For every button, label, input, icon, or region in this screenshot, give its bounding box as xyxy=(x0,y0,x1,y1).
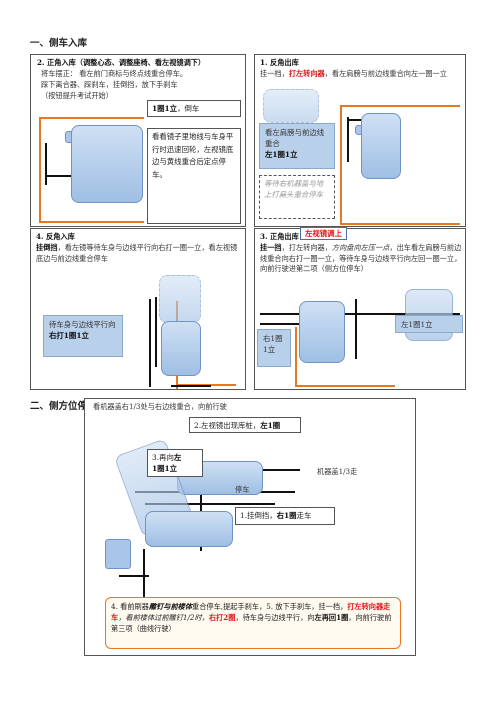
step-note: 1.挂倒挡，右1圈走车 xyxy=(235,507,335,525)
note-text: 1.挂倒挡， xyxy=(240,511,277,520)
text-part: ，打左转向器， xyxy=(281,243,332,252)
stop-label: 停车 xyxy=(235,485,250,494)
note-text: 右1圈 xyxy=(263,334,283,343)
text-red: 右打2圈 xyxy=(208,613,236,622)
instruction-line: 踩下离合器、踩刹车，挂倒挡，放下手刹车 xyxy=(41,80,178,89)
note-bold: 右打1圈1立 xyxy=(49,331,89,340)
parking-line xyxy=(340,105,342,225)
section-title-2: 二、侧方位停车 xyxy=(30,401,97,412)
note-text: 2.左视镜出现库桩， xyxy=(194,421,261,430)
car-icon xyxy=(105,539,131,569)
note-bold: 1圈1立 xyxy=(152,464,178,473)
text-part: ，出车看左肩膀与前边线重合向右打一圈一立，等待车身与边线平行向左回一圈一立，向前… xyxy=(260,243,462,273)
text-italic: 方向盘向左压一点 xyxy=(331,243,390,252)
text-red: 打左转向器 xyxy=(288,69,325,78)
parking-line xyxy=(39,221,144,223)
boundary-line xyxy=(145,503,275,505)
blue-note: 左1圈1立 xyxy=(395,315,463,333)
note-bold: 左1圈1立 xyxy=(265,150,298,159)
note-box: 1圈1立，倒车 xyxy=(147,100,241,117)
note-text: 待车身与边线平行向 xyxy=(49,320,116,329)
car-icon xyxy=(145,511,233,547)
note-box: 看看镜子里地线与车身平行时迅速回轮，左视镜底边与黄线重合后定点停车。 xyxy=(147,128,241,224)
parking-line xyxy=(340,105,460,107)
text-red: 打左转向器走车 xyxy=(111,602,391,622)
car-icon xyxy=(361,113,401,179)
note-bold: 左1圈 xyxy=(260,421,281,430)
note-bold: 左 xyxy=(173,453,182,462)
note-text: 3.再向 xyxy=(152,453,174,462)
boundary-line xyxy=(347,117,349,162)
panel-correct-angle-exit: 3. 正角出库 左视镜调上 挂一挡，打左转向器，方向盘向左压一点，出车看左肩膀与… xyxy=(254,227,466,390)
parking-line xyxy=(340,223,460,225)
car-path-ghost xyxy=(263,89,319,123)
parking-line xyxy=(295,385,395,387)
boundary-line xyxy=(200,461,202,551)
boundary-line xyxy=(45,143,47,185)
panel-side-parking: 看机器盖右1/3处与右边线重合，向前行驶 2.左视镜出现库桩，左1圈 3.再向左… xyxy=(84,398,416,656)
bottom-instruction: 4. 看前刷器雕钉与前楼体重合停车,提起手刹车，5. 放下手刹车，挂一档，打左转… xyxy=(105,597,401,649)
instruction-line: 挂倒挡，看左镜等待车身与边线平行向右打一圈一立，看左视镜底边与前边线重合停车 xyxy=(36,243,241,264)
instruction-line: 挂一挡，打左转向器，方向盘向左压一点，出车看左肩膀与前边线重合向右打一圈一立，等… xyxy=(260,243,462,275)
text-part: ，看左镜等待车身与边线平行向右打一圈一立，看左视镜底边与前边线重合停车 xyxy=(36,243,238,263)
boundary-line xyxy=(149,299,151,387)
boundary-line xyxy=(355,299,357,359)
panel-heading: 4. 反角入库 xyxy=(36,232,75,241)
panel-reverse-angle-entry: 4. 反角入库 挂倒挡，看左镜等待车身与边线平行向右打一圈一立，看左视镜底边与前… xyxy=(30,228,246,390)
boundary-line xyxy=(171,385,211,387)
parking-line xyxy=(295,327,297,387)
blue-note: 右1圈 1立 xyxy=(257,329,291,367)
boundary-line xyxy=(260,313,460,315)
boundary-line xyxy=(45,175,85,177)
instruction-line: 挂一档，打左转向器，看左肩膀与前边线重合向左一圈一立 xyxy=(260,69,460,80)
panel-heading: 1. 反角出库 xyxy=(260,58,299,67)
boundary-line xyxy=(143,549,145,609)
boundary-line xyxy=(119,575,149,577)
boundary-line xyxy=(260,323,310,325)
text-part: 挂一档， xyxy=(260,69,289,78)
note-box: 等待右机器盖与地上打扁头重合停车 xyxy=(259,175,335,219)
text-italic: ，看前楼体过前雕钉1/2时， xyxy=(118,613,209,622)
blue-note: 看左肩膀与前边线重合 左1圈1立 xyxy=(259,123,335,169)
note-text: 1立 xyxy=(263,345,276,354)
text-part: 4. 看前刷器 xyxy=(111,602,149,611)
instruction-line: 将车摆正： 看左前门商标与终点线重合停车。 xyxy=(41,69,188,78)
hood-label: 机器盖1/3走 xyxy=(317,467,358,476)
car-icon xyxy=(161,321,201,376)
text-part: ，待车身与边线平行，向 xyxy=(235,613,315,622)
text-part: ，向前行驶前第三项（曲线行驶） xyxy=(111,613,392,633)
instruction-line: 看机器盖右1/3处与右边线重合，向前行驶 xyxy=(93,402,227,411)
note-bold: 1圈1立 xyxy=(152,104,178,113)
car-path-ghost xyxy=(159,275,201,323)
blue-note: 待车身与边线平行向 右打1圈1立 xyxy=(43,315,123,357)
mirror-tag: 左视镜调上 xyxy=(300,227,347,240)
text-bold: 挂倒挡 xyxy=(36,243,58,252)
text-part: ，看左肩膀与前边线重合向左一圈一立 xyxy=(324,69,447,78)
note-bold: 右1圈 xyxy=(276,511,297,520)
section-title-1: 一、侧车入库 xyxy=(30,38,88,49)
note-text: 看左肩膀与前边线重合 xyxy=(265,128,325,148)
panel-correct-angle-entry: 2. 正角入库（调整心态、调整座椅、看左视镜调下） 将车摆正： 看左前门商标与终… xyxy=(30,54,246,227)
panel-reverse-angle-exit: 1. 反角出库 挂一档，打左转向器，看左肩膀与前边线重合向左一圈一立 看左肩膀与… xyxy=(254,54,466,227)
note-text: 走车 xyxy=(296,511,312,520)
car-icon xyxy=(299,301,345,363)
panel-heading: 2. 正角入库（调整心态、调整座椅、看左视镜调下） xyxy=(37,58,206,67)
panel-heading: 3. 正角出库 xyxy=(260,232,299,241)
car-icon xyxy=(71,125,143,203)
instruction-line: （按钮提升考试开始） xyxy=(41,91,113,100)
step-note: 3.再向左 1圈1立 xyxy=(147,449,203,477)
text-part: 重合停车,提起手刹车，5. 放下手刹车，挂一档， xyxy=(192,602,348,611)
parking-line xyxy=(39,117,41,223)
note-text: ，倒车 xyxy=(177,104,200,113)
text-bold: 挂一挡 xyxy=(260,243,282,252)
text-bold: 雕钉与前楼体 xyxy=(148,602,193,611)
step-note: 2.左视镜出现库桩，左1圈 xyxy=(189,417,301,433)
text-bold: 左再回1圈 xyxy=(314,613,349,622)
boundary-line xyxy=(155,297,157,367)
parking-line xyxy=(39,117,144,119)
